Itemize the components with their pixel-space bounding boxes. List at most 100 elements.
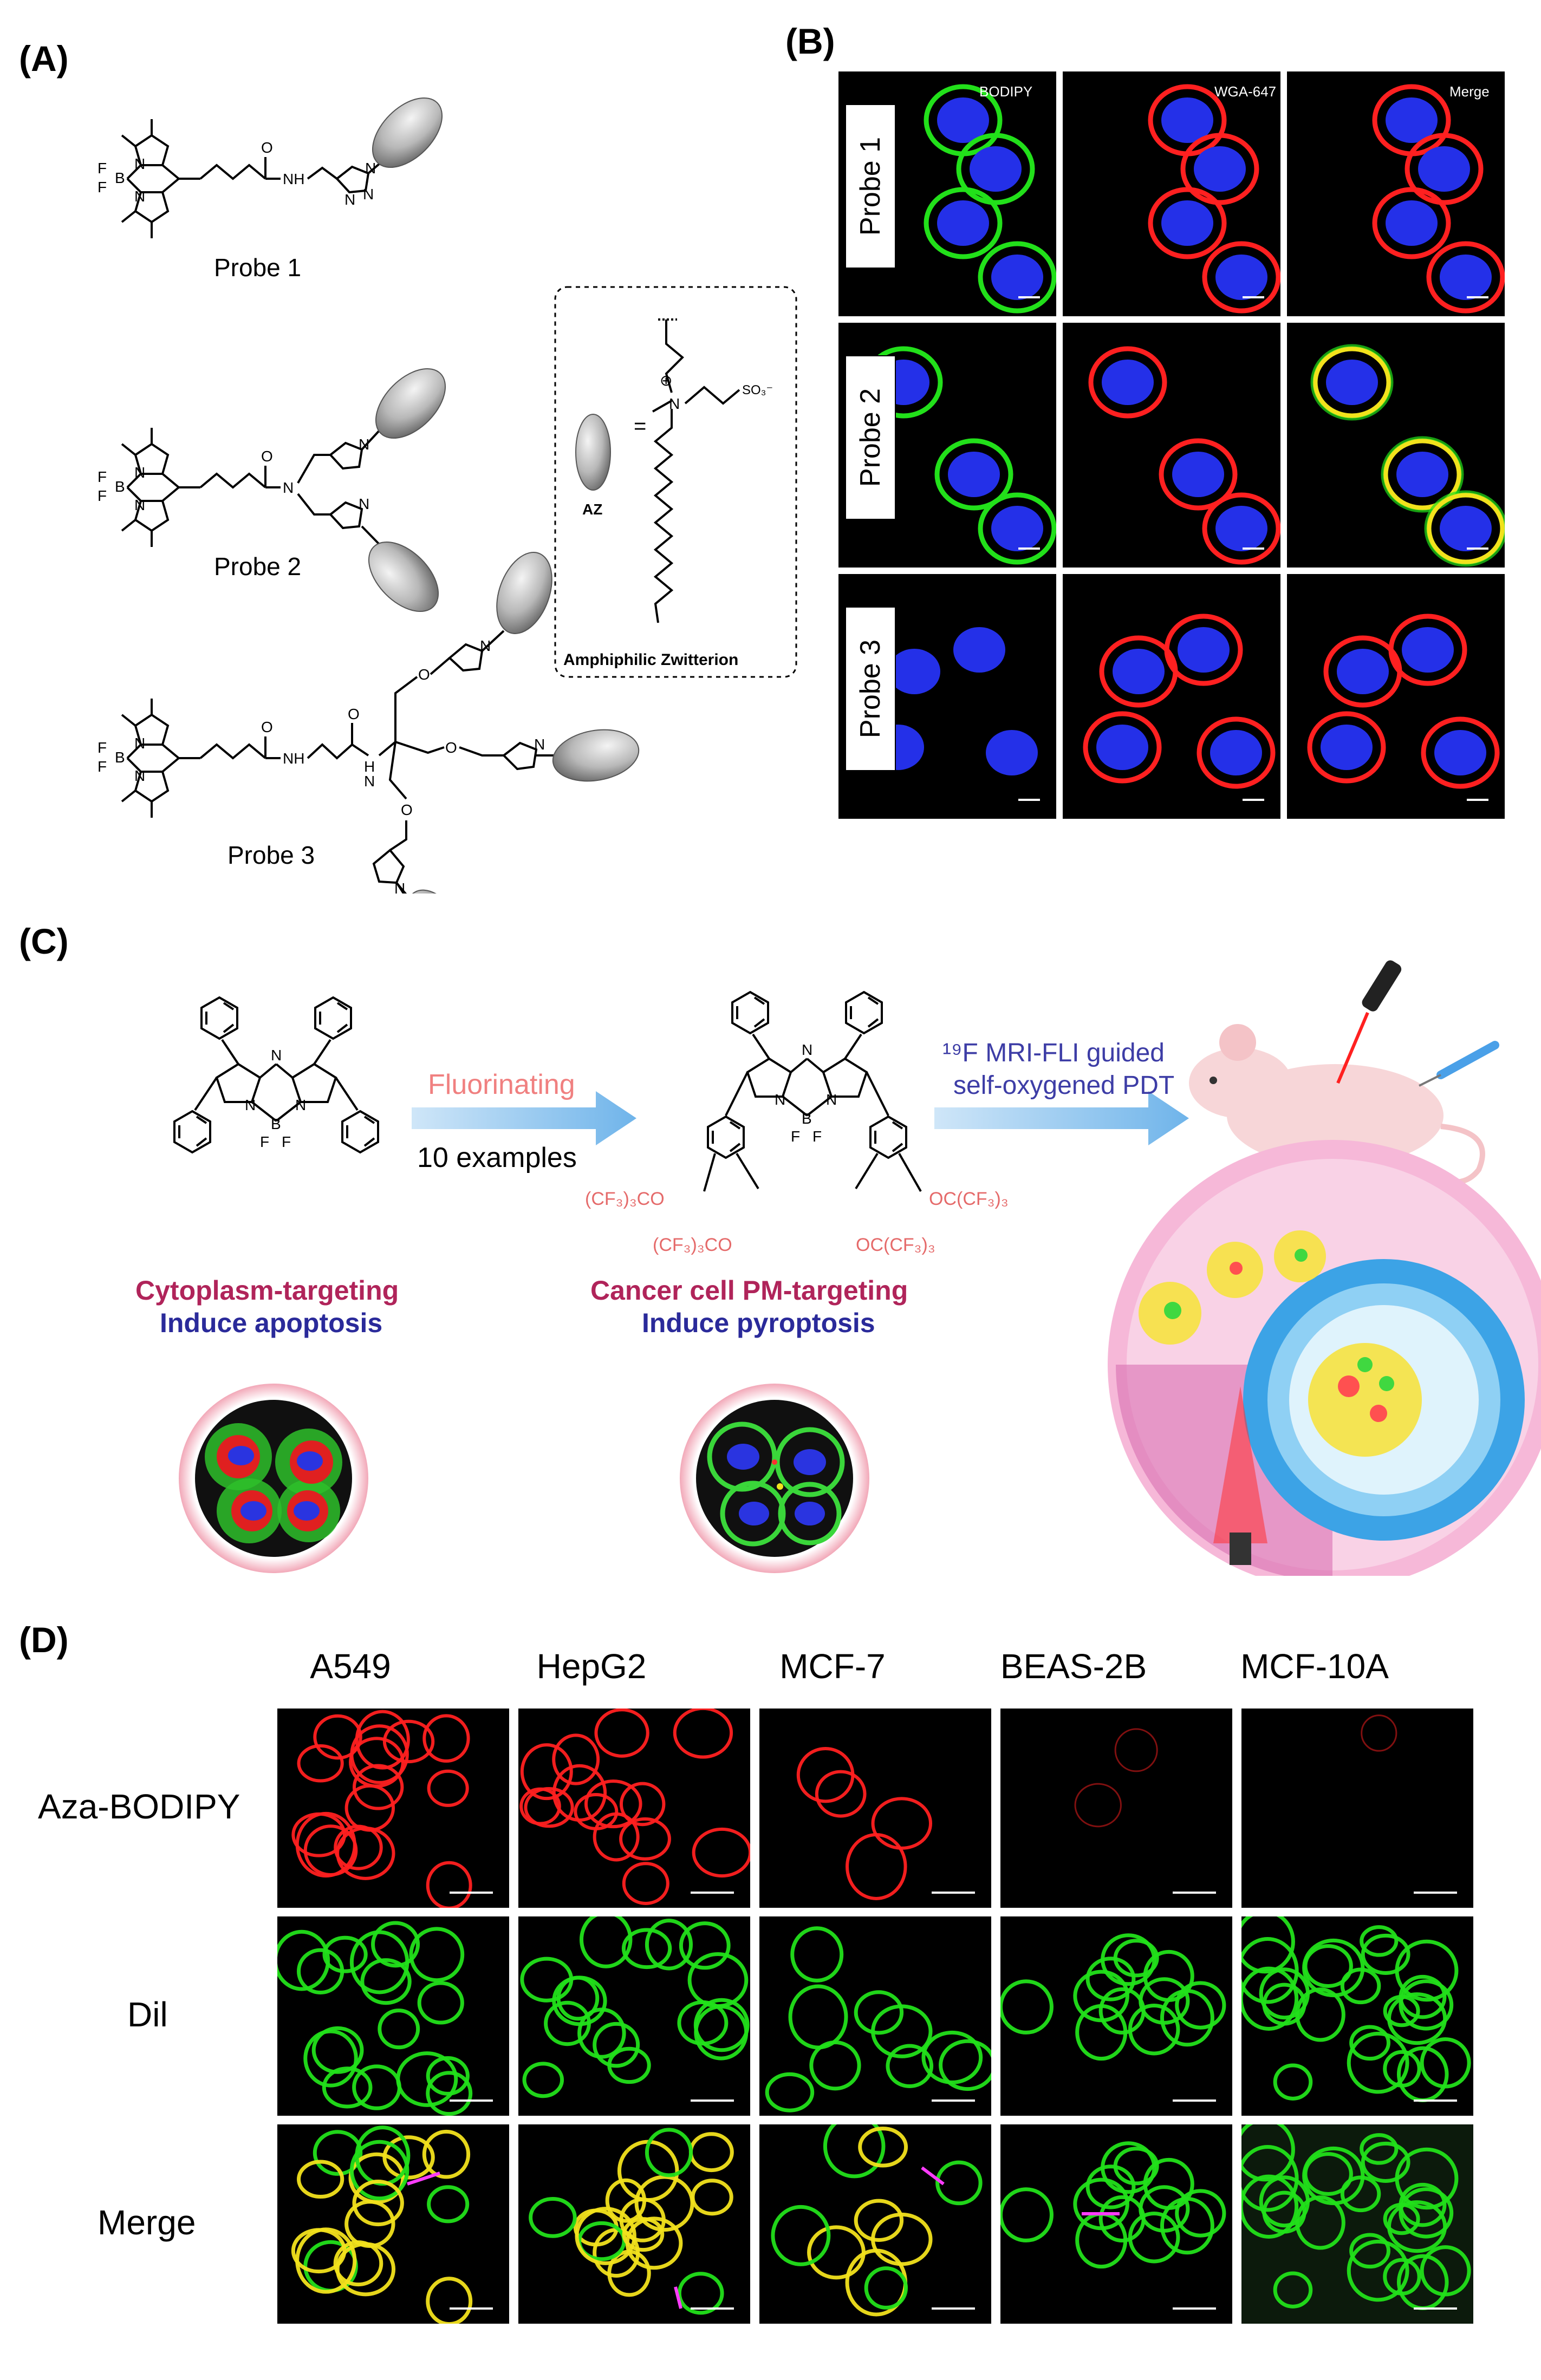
probe-3-atom-o-second: O [348, 706, 360, 722]
cell-outline [1349, 2233, 1390, 2269]
az-legend-charge: ⊕ [660, 372, 672, 389]
panel-b-column-header: BODIPY [979, 83, 1033, 100]
az-legend-oval [575, 414, 611, 491]
cell-nucleus [1215, 506, 1267, 551]
cell-nucleus [991, 506, 1043, 551]
panel-d-tile [518, 1709, 750, 1908]
probe-1-atom-f-upper: F [97, 160, 107, 177]
fluor-atom-b: B [802, 1110, 812, 1127]
cell-outline [529, 2197, 577, 2238]
cell-nucleus [1418, 146, 1470, 192]
cell-outline [426, 2071, 473, 2116]
cell-outline [809, 2040, 861, 2091]
probe-2-atom-n-lower: N [134, 497, 145, 513]
cell-outline [427, 1769, 469, 1807]
cell-membrane [1383, 438, 1462, 511]
cell-outline [1073, 1970, 1129, 2023]
cell-nucleus [937, 97, 989, 143]
panel-b-tile [1063, 323, 1280, 568]
cell-membrane [1159, 438, 1238, 511]
fluor-atom-f-right: F [812, 1128, 822, 1145]
cell-nucleus [991, 255, 1043, 300]
panel-b-column-header: WGA-647 [1214, 83, 1277, 100]
cell-outline [1303, 2152, 1353, 2196]
probe-3-atom-n-triazole-b: N [534, 736, 545, 753]
cell-outline [1399, 2182, 1447, 2227]
panel-b-cells [1310, 344, 1505, 567]
probe-1-atom-o: O [261, 139, 273, 156]
cell-nucleus [986, 730, 1038, 775]
panel-b-row-label: Probe 1 [845, 104, 896, 269]
cell-outline [1241, 1966, 1299, 2031]
panel-label-c: (C) [19, 921, 69, 961]
probe-1-atom-n-lower: N [134, 188, 145, 205]
cell-outline [645, 1919, 693, 1971]
line-profile-marker [674, 2286, 682, 2309]
panel-b-row-label-text: Probe 3 [855, 639, 887, 739]
cell-outline [303, 2029, 358, 2088]
panel-b-cells [1083, 614, 1276, 801]
panel-d-cells [1241, 1916, 1471, 2103]
cell-outline [871, 1797, 933, 1850]
probe-3-atom-o-first: O [261, 719, 273, 735]
cell-outline [1259, 2175, 1310, 2228]
probe-3-structure: F F B N N O NH O H N O O O N N N [97, 630, 558, 894]
cell-outline [335, 2242, 396, 2297]
probe-3-atom-o-arm-1: O [418, 666, 430, 683]
cell-outline [807, 2225, 866, 2280]
apoptosis-micrograph-circle [179, 1384, 368, 1573]
arrow1-top-label: Fluorinating [428, 1069, 575, 1100]
cell-membrane [1405, 133, 1484, 205]
cell-outline [355, 1710, 410, 1770]
cell-outline [1395, 2147, 1459, 2210]
panel-d-tile [1000, 2124, 1232, 2324]
cell-outline [297, 2160, 344, 2199]
cell-membrane [1426, 492, 1505, 565]
panel-b-row-label: Probe 2 [845, 355, 896, 520]
panel-b-cells [1088, 346, 1280, 565]
cell-outline [1360, 1925, 1399, 1957]
cell-nucleus [1386, 97, 1438, 143]
panel-d-tile [1000, 1709, 1232, 1908]
cell-outline [1128, 2003, 1180, 2056]
cell-outline [552, 1733, 600, 1785]
probe-1-atom-f-lower: F [97, 179, 107, 195]
panel-b-row-label: Probe 3 [845, 607, 896, 771]
cell-outline [815, 1770, 867, 1818]
cell-nucleus [937, 200, 989, 246]
panel-b-cells [1307, 614, 1500, 801]
cell-membrane [978, 241, 1056, 314]
substituent-3: OC(CF₃)₃ [929, 1189, 1009, 1209]
cell-outline [422, 2129, 471, 2179]
aza-bodipy-parent-structure: N N N B F F [173, 996, 379, 1153]
panel-d-tile [518, 1916, 750, 2116]
cell-membrane [1307, 711, 1386, 784]
cell-outline [1241, 2124, 1295, 2182]
probe-2-atom-b: B [115, 478, 125, 495]
probe-3-atom-n-lower: N [134, 767, 145, 784]
cell-membrane [1088, 346, 1167, 419]
panel-d-cells [291, 2125, 493, 2324]
cell-outline [1175, 1981, 1226, 2030]
cell-membrane [956, 133, 1035, 205]
probe-3-atom-n-upper: N [134, 735, 145, 752]
parent-atom-f-right: F [282, 1133, 291, 1150]
left-caption-2: Induce apoptosis [160, 1308, 382, 1338]
panel-d-column-header: A549 [310, 1647, 391, 1686]
cell-outline [584, 1779, 642, 1829]
panel-label-a: (A) [19, 38, 69, 79]
cell-outline [1241, 2174, 1299, 2239]
cell-membrane [1312, 346, 1392, 419]
cell-outline [1241, 1936, 1299, 2004]
cell-outline [1074, 1783, 1122, 1828]
cell-outline [297, 1744, 344, 1783]
cell-membrane [1148, 187, 1227, 259]
panel-d-cells [520, 1916, 750, 2102]
cell-outline [886, 2044, 934, 2088]
cell-outline [426, 2056, 470, 2096]
mid-caption-1: Cancer cell PM-targeting [590, 1275, 908, 1306]
cell-outline [333, 2240, 383, 2287]
probe-3-az-oval-top [496, 552, 552, 634]
cell-outline [297, 1948, 344, 1994]
